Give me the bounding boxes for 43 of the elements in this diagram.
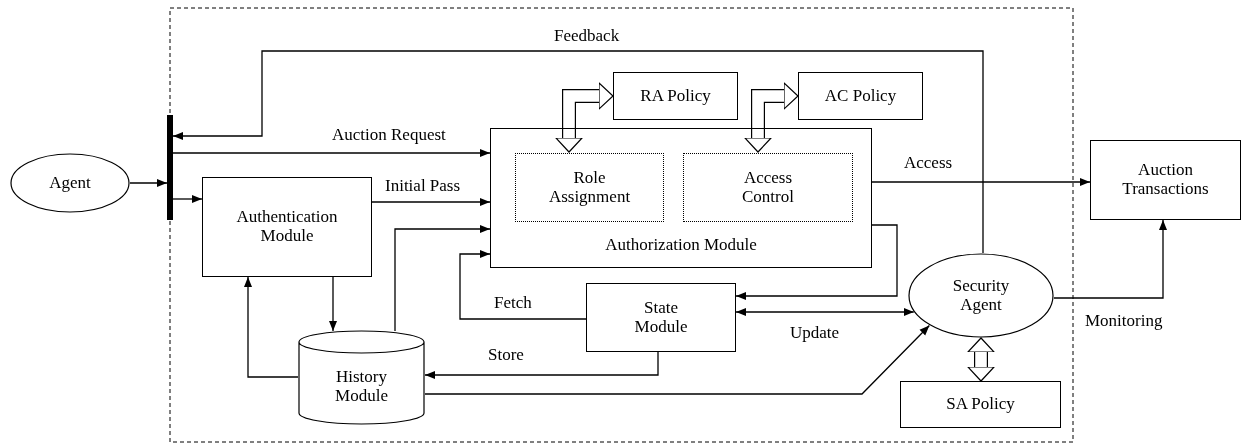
arrow xyxy=(172,50,984,254)
node-label: Agent xyxy=(49,173,91,193)
arrow xyxy=(172,195,203,203)
arrow xyxy=(735,224,898,300)
junction-bar xyxy=(167,115,173,220)
module-box xyxy=(1090,140,1241,220)
node-label: AC Policy xyxy=(824,86,897,106)
arrow xyxy=(1053,219,1167,299)
node-label: Access Control xyxy=(741,168,795,207)
arrow xyxy=(459,250,587,320)
arrow xyxy=(424,351,659,379)
node-label: State Module xyxy=(633,298,689,337)
database-cylinder xyxy=(298,331,425,424)
arrow xyxy=(871,178,1091,186)
arrow xyxy=(244,276,299,378)
submodule-box xyxy=(515,153,664,222)
arrow xyxy=(394,225,491,332)
node-label: Authorization Module xyxy=(605,236,757,255)
node-label: Security Agent xyxy=(951,276,1011,315)
arrow xyxy=(129,179,168,187)
submodule-box xyxy=(683,153,853,222)
module-box xyxy=(202,177,372,277)
node-label: RA Policy xyxy=(640,86,711,106)
module-box xyxy=(798,72,923,120)
node-label: Auction Transactions xyxy=(1121,161,1210,199)
node-label: Role Assignment xyxy=(547,168,632,207)
arrow xyxy=(172,149,491,157)
node-label: SA Policy xyxy=(946,395,1015,414)
arrow xyxy=(735,308,915,316)
arrow xyxy=(424,324,931,395)
node-label: Authentication Module xyxy=(235,208,339,246)
module-box xyxy=(900,381,1061,428)
arrow xyxy=(371,198,491,206)
edge-label: Update xyxy=(788,324,842,343)
node-label: History Module xyxy=(334,367,389,406)
module-box xyxy=(613,72,738,120)
actor-ellipse xyxy=(10,153,130,213)
edge-label: Auction Request xyxy=(330,126,448,145)
edge-label: Monitoring xyxy=(1083,312,1165,331)
actor-ellipse xyxy=(908,253,1054,338)
module-box xyxy=(490,128,872,268)
module-box xyxy=(586,283,736,352)
arrow xyxy=(329,276,337,332)
